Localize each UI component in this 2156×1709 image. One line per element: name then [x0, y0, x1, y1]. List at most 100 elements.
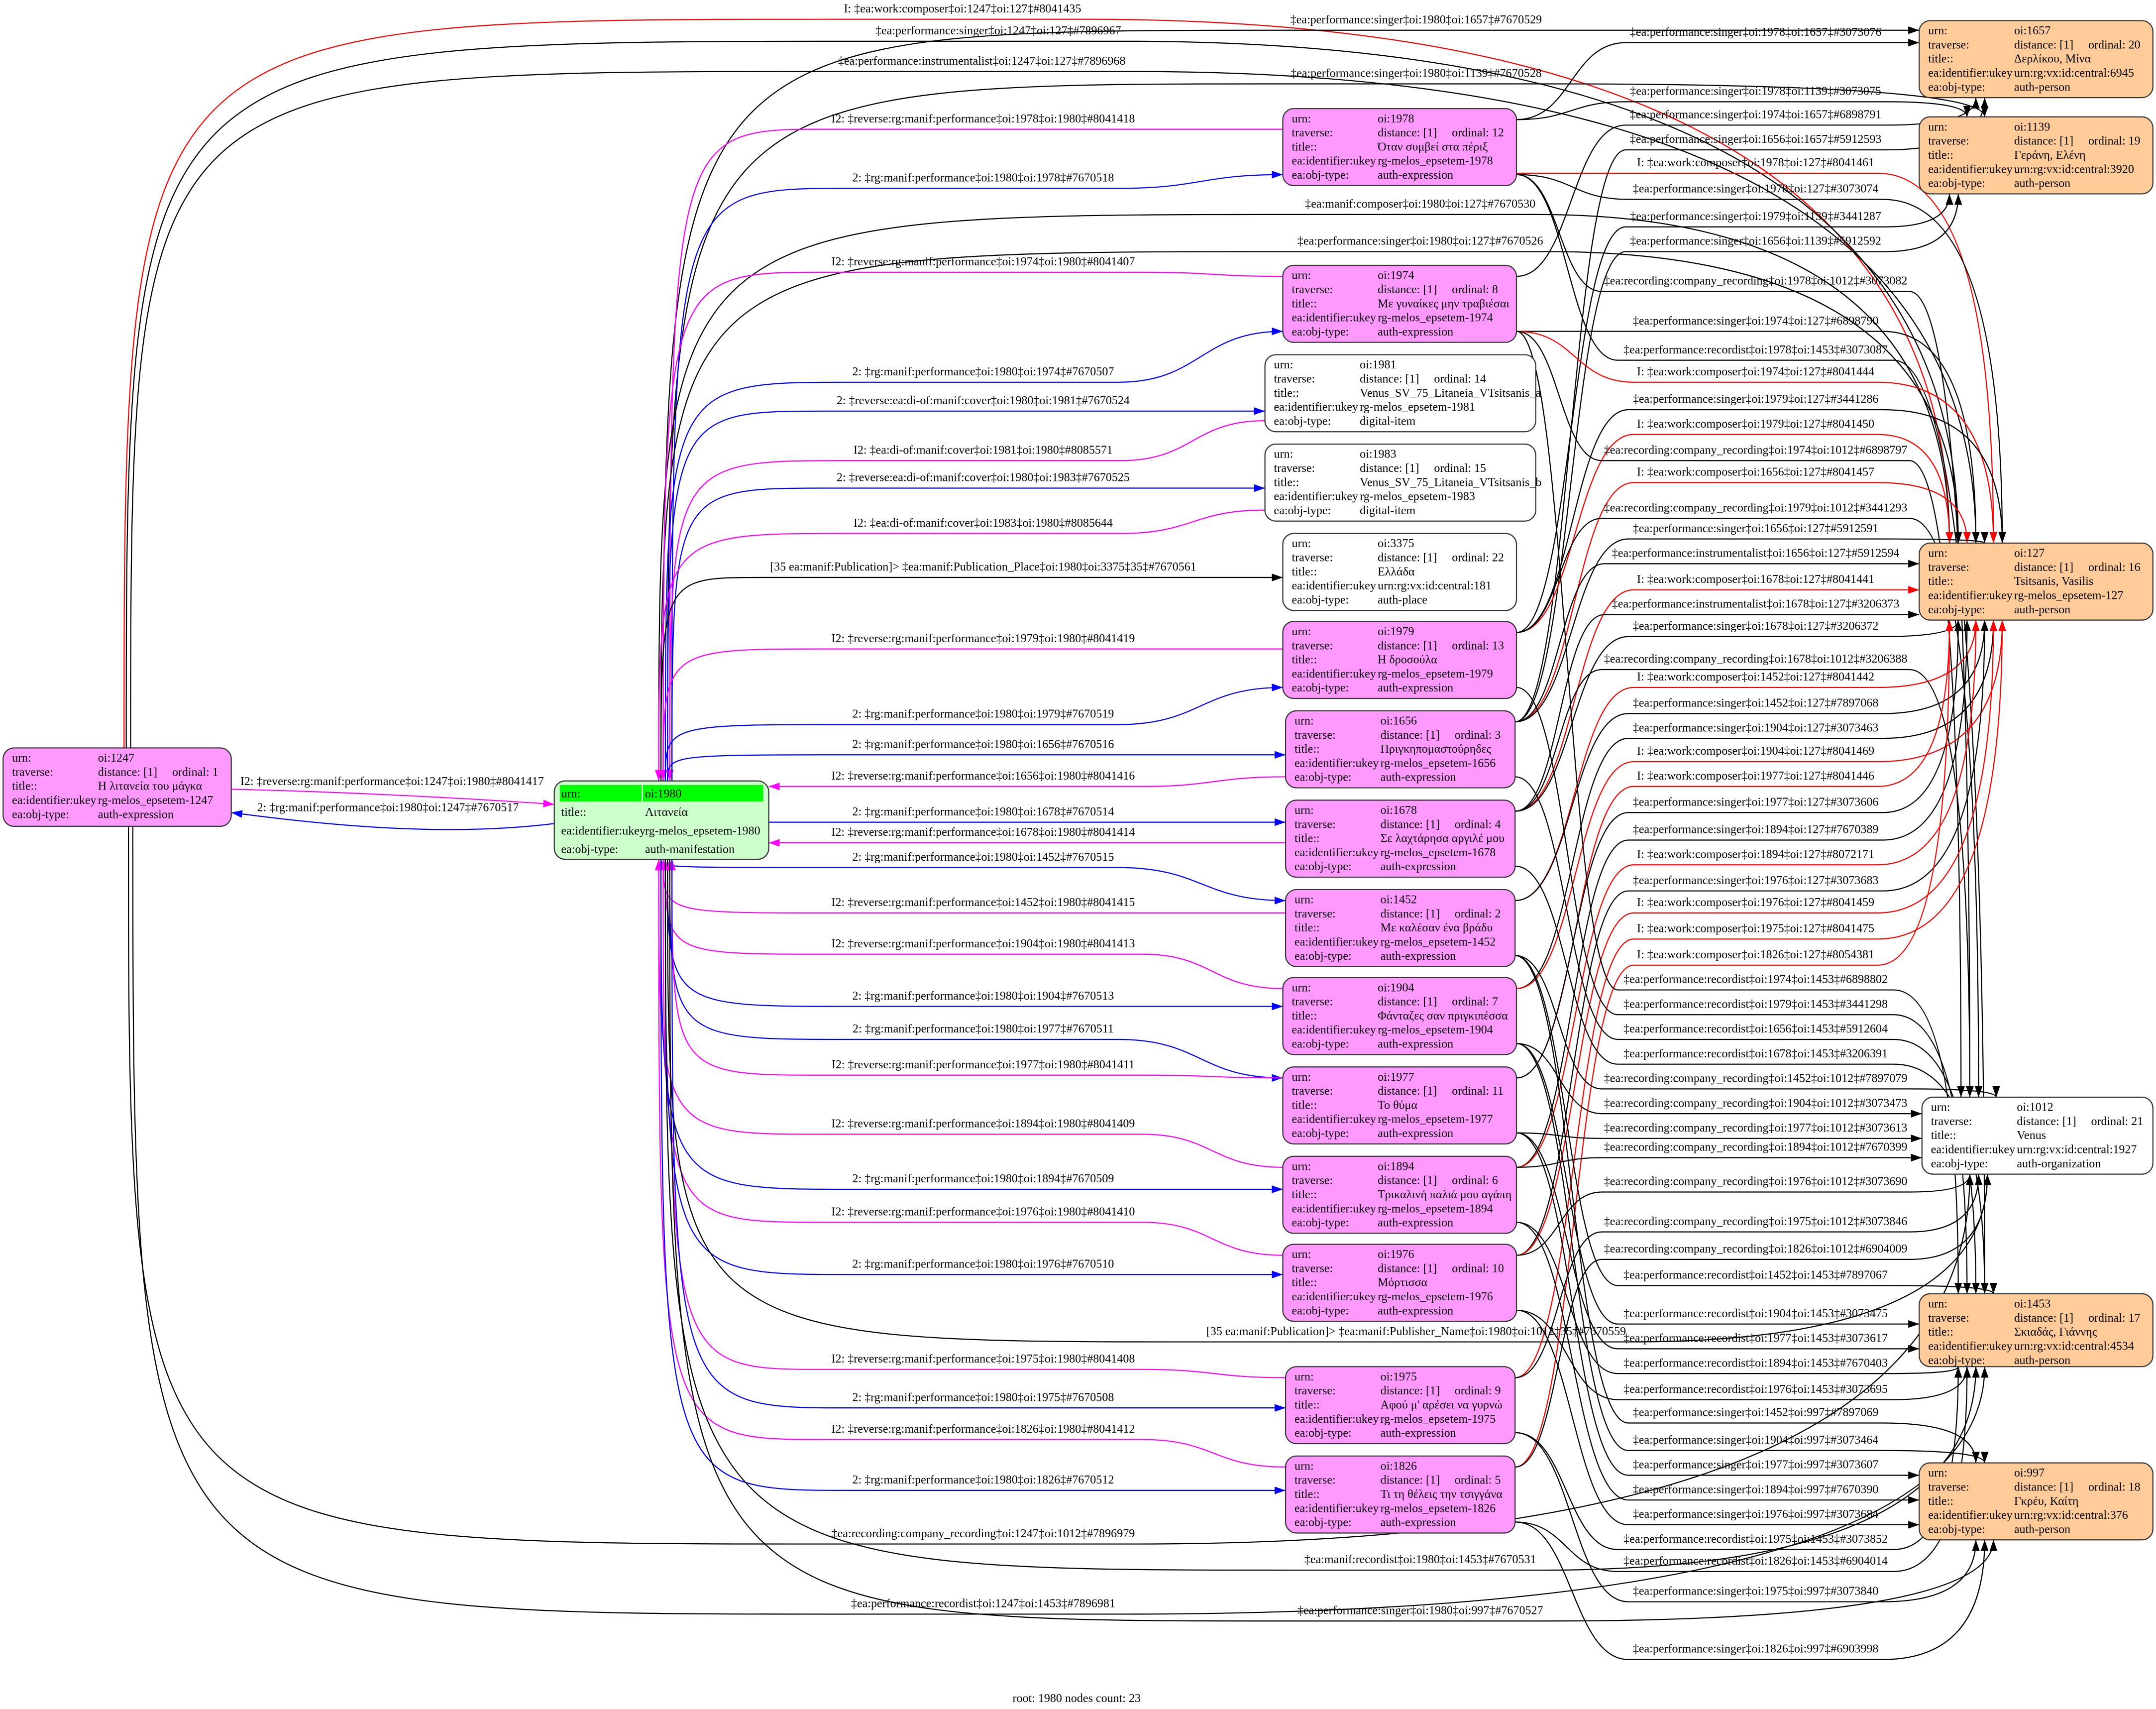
node-field-label: ea:identifier:ukey — [1294, 1413, 1379, 1426]
edge-label: ‡ea:performance:singer‡oi:1656‡oi:1657‡#… — [1630, 133, 1882, 146]
edge-1974-127 — [1516, 331, 1998, 543]
node-field-ukey: rg-melos_epsetem-1656 — [1381, 757, 1496, 770]
node-field-objtype: auth-expression — [1378, 169, 1453, 182]
node-field-label: ea:obj-type: — [1292, 593, 1349, 606]
node-field-urn: oi:1983 — [1360, 448, 1396, 461]
node-field-traverse: distance: [1] — [1378, 1174, 1437, 1187]
node-field-ordinal: ordinal: 19 — [2088, 135, 2141, 148]
node-box — [1264, 443, 1536, 522]
edge-label: ‡ea:performance:singer‡oi:1980‡oi:997‡#7… — [1297, 1604, 1543, 1617]
node-field-objtype: digital-item — [1360, 504, 1415, 517]
edge-1656-1980 — [768, 776, 1286, 791]
node-field-title: Γεράνη, Ελένη — [2014, 149, 2086, 162]
edge-1980-1976 — [664, 859, 1283, 1278]
node-field-urn: oi:1678 — [1381, 804, 1417, 817]
edge-1904-127 — [1516, 620, 1998, 989]
node-field-urn: oi:1975 — [1381, 1370, 1417, 1383]
node-field-label: urn: — [1274, 358, 1294, 371]
node-field-ukey: rg-melos_epsetem-1452 — [1381, 935, 1496, 948]
edge-label: ‡ea:recording:company_recording‡oi:1974‡… — [1604, 444, 1908, 456]
edge-label: ‡ea:performance:singer‡oi:1904‡oi:997‡#3… — [1633, 1434, 1879, 1447]
node-field-label: traverse: — [1294, 729, 1336, 742]
node-field-urn: oi:3375 — [1378, 537, 1414, 550]
edge-label: [35 ea:manif:Publication]> ‡ea:manif:Pub… — [1206, 1325, 1626, 1338]
edge-1983-1980 — [654, 509, 1265, 781]
node-field-label: traverse: — [1292, 639, 1333, 652]
edge-label: I2: ‡ea:di-of:manif:cover‡oi:1981‡oi:198… — [854, 444, 1113, 456]
node-field-urn: oi:1974 — [1378, 269, 1414, 282]
node-field-ordinal: ordinal: 16 — [2088, 561, 2141, 574]
node-field-urn: oi:1139 — [2014, 120, 2050, 133]
edge-label: ‡ea:performance:singer‡oi:1979‡oi:1139‡#… — [1630, 210, 1881, 223]
node-field-label: traverse: — [1292, 552, 1333, 565]
edge-label: I2: ‡reverse:rg:manif:performance‡oi:190… — [832, 937, 1135, 950]
node-field-label: title:: — [1292, 1276, 1317, 1289]
node-field-label: urn: — [1294, 715, 1314, 728]
edge-1826-1980 — [654, 859, 1286, 1468]
edge-1974-127 — [1516, 331, 1980, 543]
node-field-title: Αφού μ' αρέσει να γυρνώ — [1381, 1399, 1503, 1412]
node-field-ukey: rg-melos_epsetem-1894 — [1378, 1202, 1493, 1215]
node-box — [1285, 889, 1516, 967]
edge-label: 2: ‡rg:manif:performance‡oi:1980‡oi:1976… — [853, 1257, 1114, 1270]
node-1980[interactable]: urn:oi:1980title::Λιτανείαea:identifier:… — [553, 780, 769, 860]
node-field-urn: oi:127 — [2014, 547, 2045, 560]
node-field-urn: oi:1978 — [1378, 113, 1414, 125]
edge-1452-127 — [1515, 620, 1989, 902]
node-field-label: ea:identifier:ukey — [1928, 163, 2012, 176]
node-field-title: Γκρέυ, Καίτη — [2014, 1495, 2079, 1508]
node-box — [1285, 1455, 1516, 1534]
node-field-traverse: distance: [1] — [2014, 561, 2073, 574]
node-field-label: urn: — [1292, 625, 1311, 638]
node-box — [1282, 1244, 1517, 1322]
node-field-label: ea:obj-type: — [1292, 682, 1349, 694]
node-field-label: urn: — [1928, 120, 1947, 133]
node-field-ordinal: ordinal: 13 — [1452, 639, 1504, 652]
edge-label: ‡ea:recording:company_recording‡oi:1247‡… — [832, 1527, 1135, 1540]
node-field-label: traverse: — [1928, 1312, 1969, 1325]
node-box — [1919, 1293, 2154, 1367]
node-field-ordinal: ordinal: 15 — [1434, 462, 1486, 475]
edge-1976-1980 — [659, 859, 1283, 1256]
node-field-label: ea:identifier:ukey — [1931, 1143, 2015, 1156]
edge-label: ‡ea:performance:recordist‡oi:1974‡oi:145… — [1623, 973, 1888, 986]
node-field-label: ea:obj-type: — [1294, 1516, 1352, 1529]
edge-label: ‡ea:performance:singer‡oi:1452‡oi:127‡#7… — [1633, 697, 1879, 710]
edge-1978-127 — [1516, 174, 2006, 543]
node-field-label: urn: — [1292, 113, 1311, 125]
node-box — [1919, 542, 2154, 621]
node-field-traverse: distance: [1] — [2014, 1312, 2073, 1325]
node-field-traverse: distance: [1] — [1378, 1262, 1437, 1275]
node-field-urn: oi:1247 — [98, 752, 134, 765]
edge-1978-1980 — [665, 128, 1283, 781]
edge-label: I2: ‡reverse:rg:manif:performance‡oi:197… — [832, 255, 1135, 268]
node-field-label: ea:identifier:ukey — [1274, 401, 1358, 414]
node-field-label: ea:obj-type: — [561, 843, 619, 856]
edge-label: I2: ‡reverse:rg:manif:performance‡oi:197… — [832, 632, 1135, 645]
edge-1974-1980 — [659, 271, 1283, 781]
node-field-traverse: distance: [1] — [2014, 38, 2073, 51]
node-field-label: title:: — [1294, 743, 1320, 756]
